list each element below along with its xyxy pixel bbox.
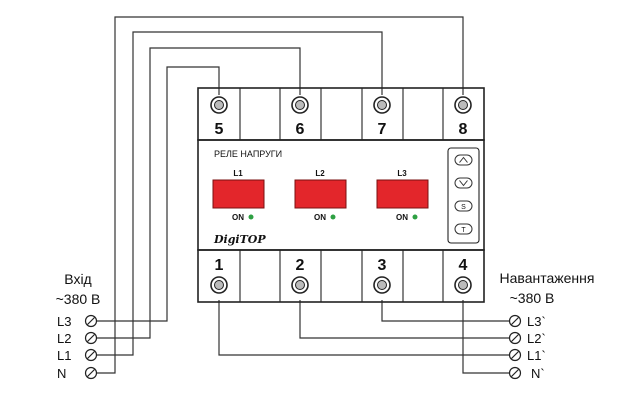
terminal-number-4: 4 — [459, 257, 468, 274]
chevron-down-icon — [459, 180, 468, 187]
led-icon-l1 — [248, 214, 254, 220]
wire-l2-to-terminal-6 — [97, 47, 301, 339]
wire-terminal-1-to-l1-out — [218, 300, 510, 356]
t-button[interactable]: T — [454, 223, 473, 235]
display-label-l3: L3 — [397, 169, 407, 178]
terminal-screw-5 — [210, 96, 228, 114]
wire-n-to-terminal-8 — [97, 16, 464, 374]
output-title: Навантаження — [500, 270, 595, 286]
t-button-icon: T — [461, 227, 466, 234]
input-terminal-icon-n — [84, 366, 98, 380]
terminal-screw-4 — [454, 276, 472, 294]
relay-device: 5 6 7 8 1 2 3 4 РЕЛЕ НАПРУГИ L1 L2 L — [197, 87, 485, 303]
output-label-l2: L2` — [527, 331, 546, 346]
s-button-icon: S — [461, 204, 466, 211]
top-terminal-block — [197, 87, 485, 141]
on-label-l1: ON — [232, 213, 244, 222]
output-terminal-icon-n — [508, 366, 522, 380]
chevron-up-icon — [459, 156, 468, 163]
led-icon-l3 — [412, 214, 418, 220]
on-label-l2: ON — [314, 213, 326, 222]
output-section: Навантаження ~380 В L3` L2` L1` N` — [500, 270, 595, 381]
input-section: Вхід ~380 В L3 L2 L1 N — [56, 271, 101, 381]
output-terminal-icon-l3 — [508, 314, 522, 328]
terminal-number-6: 6 — [296, 121, 305, 138]
output-terminal-icon-l1 — [508, 348, 522, 362]
wire-terminal-2-to-l2-out — [299, 300, 510, 339]
output-terminal-icon-l2 — [508, 331, 522, 345]
input-voltage: ~380 В — [56, 291, 101, 307]
display-l1 — [212, 179, 265, 209]
s-button[interactable]: S — [454, 200, 473, 212]
output-wires — [218, 300, 510, 374]
display-label-l2: L2 — [315, 169, 325, 178]
output-label-l3: L3` — [527, 314, 546, 329]
wire-terminal-4-to-n-out — [462, 300, 510, 374]
device-title: РЕЛЕ НАПРУГИ — [214, 149, 282, 159]
display-label-l1: L1 — [233, 169, 243, 178]
bottom-terminal-block — [197, 249, 485, 303]
down-button[interactable] — [454, 177, 473, 189]
terminal-number-3: 3 — [378, 257, 387, 274]
input-wires — [97, 16, 464, 374]
wire-l3-to-terminal-5 — [97, 66, 220, 322]
brand-logo: DigiTOP — [213, 233, 266, 246]
wire-l1-to-terminal-7 — [97, 31, 383, 356]
up-button[interactable] — [454, 154, 473, 166]
on-label-l3: ON — [396, 213, 408, 222]
input-label-l2: L2 — [57, 331, 71, 346]
input-terminal-icon-l1 — [84, 348, 98, 362]
input-label-n: N — [57, 366, 66, 381]
terminal-screw-1 — [210, 276, 228, 294]
led-icon-l2 — [330, 214, 336, 220]
terminal-screw-2 — [291, 276, 309, 294]
output-voltage: ~380 В — [510, 290, 555, 306]
display-l2 — [294, 179, 347, 209]
terminal-screw-8 — [454, 96, 472, 114]
terminal-screw-7 — [373, 96, 391, 114]
input-title: Вхід — [64, 271, 91, 287]
wire-terminal-3-to-l3-out — [381, 300, 510, 322]
terminal-number-8: 8 — [459, 121, 468, 138]
output-label-l1: L1` — [527, 348, 546, 363]
output-label-n: N` — [531, 366, 545, 381]
terminal-number-2: 2 — [296, 257, 305, 274]
terminal-screw-3 — [373, 276, 391, 294]
input-terminal-icon-l3 — [84, 314, 98, 328]
button-panel — [447, 147, 480, 244]
terminal-screw-6 — [291, 96, 309, 114]
input-terminal-icon-l2 — [84, 331, 98, 345]
input-label-l1: L1 — [57, 348, 71, 363]
display-l3 — [376, 179, 429, 209]
terminal-number-5: 5 — [215, 121, 224, 138]
terminal-number-1: 1 — [215, 257, 224, 274]
terminal-number-7: 7 — [378, 121, 387, 138]
input-label-l3: L3 — [57, 314, 71, 329]
